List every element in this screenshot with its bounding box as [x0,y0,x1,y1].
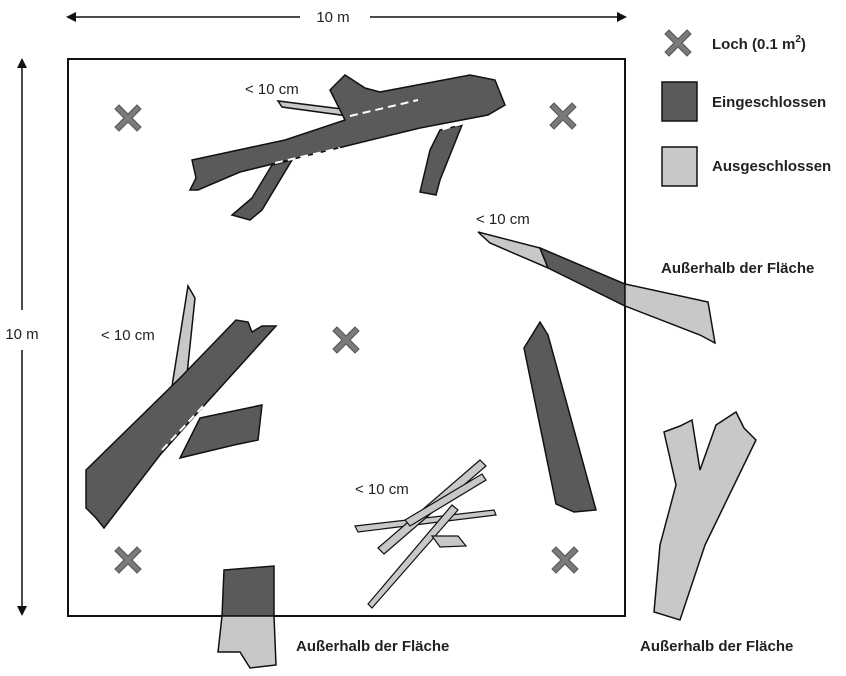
height-label: 10 m [5,326,38,343]
outside-label: Außerhalb der Fläche [640,638,793,655]
side-branch-included [178,404,263,460]
legend-included-label: Eingeschlossen [712,94,826,111]
small-label: < 10 cm [355,481,409,498]
hole-marker-icon [114,546,142,574]
plot-boundary [67,58,626,617]
legend: Loch (0.1 m2) Eingeschlossen Ausgeschlos… [661,29,831,187]
hole-marker-icon [549,102,577,130]
small-sticks: < 10 cm [354,459,497,609]
main-log-top [188,74,506,191]
legend-hole-icon [664,29,692,57]
log-outside: Außerhalb der Fläche [640,410,793,655]
small-label: < 10 cm [476,211,530,228]
hole-marker-icon [114,104,142,132]
outside-label: Außerhalb der Fläche [661,260,814,277]
log-crossing-right: < 10 cm [476,211,716,345]
legend-hole-label: Loch (0.1 m2) [712,34,806,53]
legend-excluded-swatch [661,146,698,187]
log-crossing-bottom: Außerhalb der Fläche [217,565,449,669]
hole-marker-icon [551,546,579,574]
log-end-excluded [624,283,716,345]
main-log-left [85,319,278,530]
outside-label: Außerhalb der Fläche [296,638,449,655]
hole-marker-icon [332,326,360,354]
small-label: < 10 cm [101,327,155,344]
legend-included-swatch [661,81,698,122]
log-left-cluster: < 10 cm [85,283,278,530]
width-dimension: 10 m [66,9,627,26]
log-tip-excluded [477,231,550,270]
log-mid-included [538,246,626,308]
log-top-cluster: < 10 cm [188,74,506,221]
small-label: < 10 cm [245,81,299,98]
width-label: 10 m [316,9,349,26]
legend-excluded-label: Ausgeschlossen [712,158,831,175]
log-right-vertical [523,320,597,513]
height-dimension: 10 m [5,58,39,616]
branch-down-right [419,123,464,196]
